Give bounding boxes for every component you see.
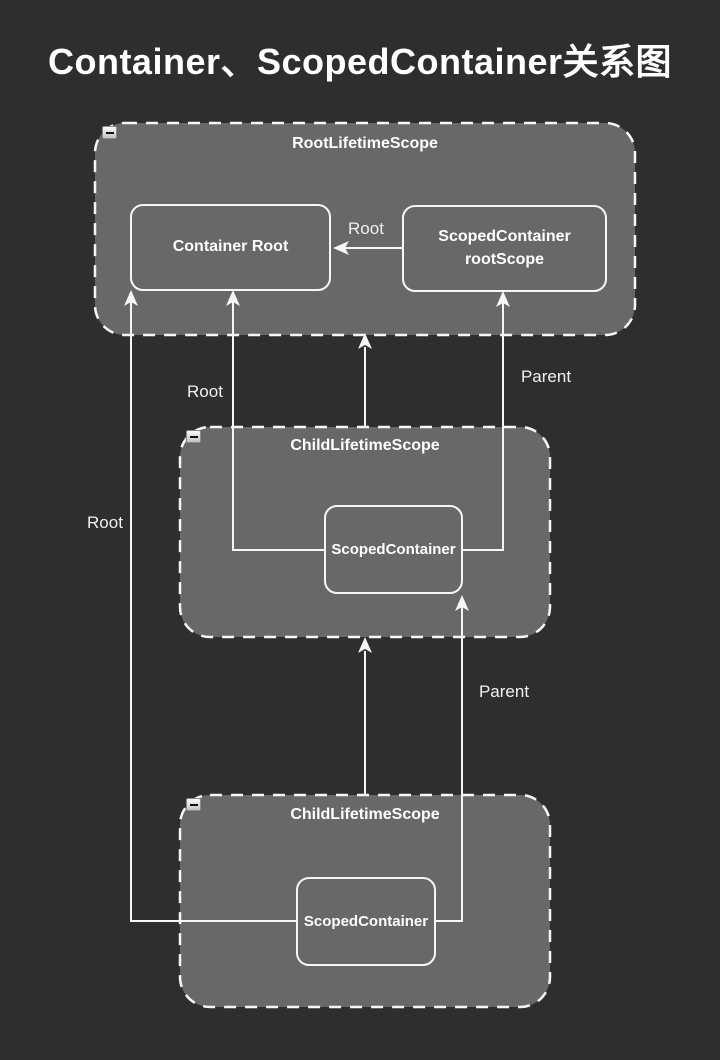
scoped-container-root-scope-label: ScopedContainer rootScope — [403, 206, 606, 291]
root-lifetime-scope-label: RootLifetimeScope — [292, 135, 438, 152]
scoped-container-root-scope-line2: rootScope — [464, 250, 545, 268]
child-lifetime-scope-mid-label: ChildLifetimeScope — [290, 437, 440, 454]
page-title: Container、ScopedContainer关系图 — [47, 41, 673, 82]
minus-icon — [189, 435, 198, 438]
arrowhead-left-into-container-root — [333, 241, 349, 255]
scoped-container-root-scope-line1: ScopedContainer — [438, 228, 571, 246]
edge-label-root-top: Root — [348, 219, 384, 238]
arrowhead-up-mid-root — [226, 290, 240, 306]
arrowhead-up-into-mid-group — [358, 637, 372, 653]
collapse-toggle-child-mid[interactable] — [186, 430, 201, 443]
collapse-toggle-root[interactable] — [102, 126, 117, 139]
arrowhead-up-mid-parent — [496, 291, 510, 307]
arrowhead-up-into-root-group — [358, 333, 372, 349]
edge-label-parent-top: Parent — [520, 367, 572, 386]
edge-bottomscoped-root — [130, 302, 297, 922]
container-root-label: Container Root — [172, 238, 289, 256]
collapse-toggle-child-bottom[interactable] — [186, 798, 201, 811]
edge-midscoped-root — [232, 302, 325, 551]
edge-label-root-mid: Root — [187, 382, 223, 401]
edge-label-root-far-left: Root — [87, 513, 123, 532]
arrowhead-up-far-root — [124, 290, 138, 306]
minus-icon — [105, 131, 114, 134]
child-lifetime-scope-bottom-label: ChildLifetimeScope — [290, 806, 440, 823]
edge-label-parent-bottom: Parent — [478, 682, 530, 701]
edge-bottomscoped-parent — [435, 607, 463, 922]
edge-midscoped-parent — [462, 303, 504, 551]
minus-icon — [189, 803, 198, 806]
arrowhead-up-bottom-parent — [455, 595, 469, 611]
scoped-container-bottom-label: ScopedContainer — [303, 913, 429, 930]
container-root-node-box — [130, 204, 331, 291]
scoped-container-mid-label: ScopedContainer — [331, 541, 456, 558]
